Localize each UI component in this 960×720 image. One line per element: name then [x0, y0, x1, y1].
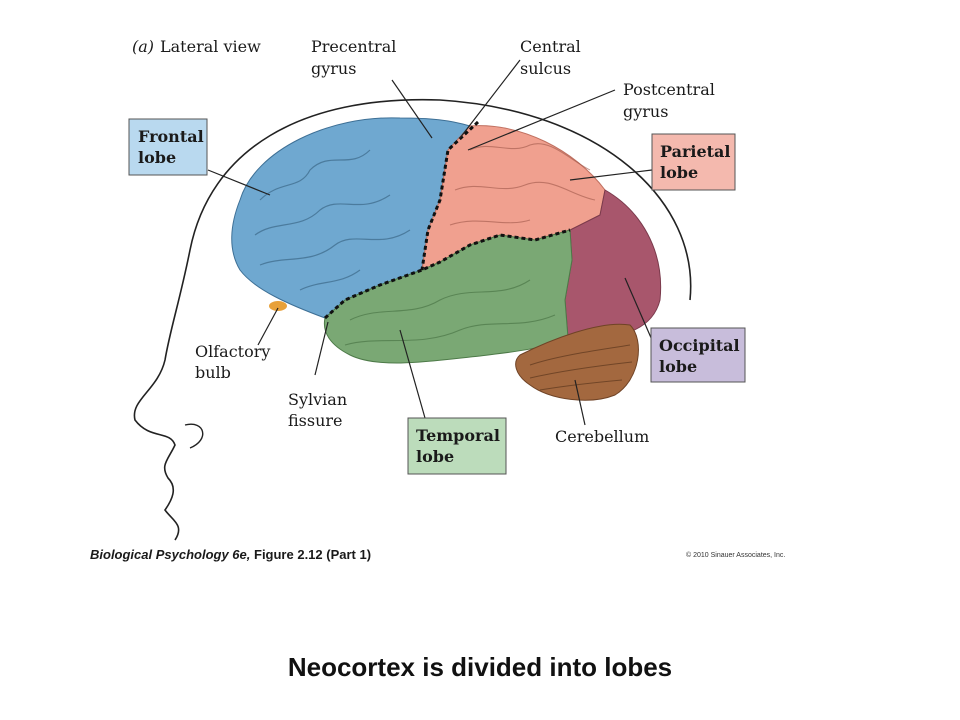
parietal-texture [449, 143, 596, 226]
copyright-notice: © 2010 Sinauer Associates, Inc. [686, 552, 786, 559]
figure-credit: Biological Psychology 6e, Figure 2.12 (P… [90, 547, 371, 562]
sylvian-fissure-line [323, 228, 571, 320]
central-sulcus-label: Central sulcus [520, 37, 586, 78]
olfactory-bulb [269, 301, 287, 311]
cerebellum-texture [529, 344, 633, 391]
figure-credit-figure: Figure 2.12 (Part 1) [250, 547, 372, 562]
gyri-texture [254, 149, 411, 291]
panel-label: (a) [132, 37, 154, 56]
cerebellum-label: Cerebellum [555, 427, 649, 446]
figure-credit-book: Biological Psychology 6e, [90, 547, 251, 562]
nostril-curve [184, 423, 204, 449]
head-outline [133, 98, 692, 541]
olfactory-bulb-label: Olfactory bulb [195, 342, 276, 382]
temporal-texture [344, 279, 556, 346]
slide-title: Neocortex is divided into lobes [287, 652, 673, 682]
view-label: Lateral view [160, 37, 261, 56]
central-sulcus-line [420, 120, 480, 271]
sylvian-fissure-label: Sylvian fissure [288, 390, 352, 430]
precentral-gyrus-label: Precentral gyrus [311, 37, 401, 78]
postcentral-gyrus-label: Postcentral gyrus [623, 80, 720, 121]
leader-lines [207, 59, 653, 426]
